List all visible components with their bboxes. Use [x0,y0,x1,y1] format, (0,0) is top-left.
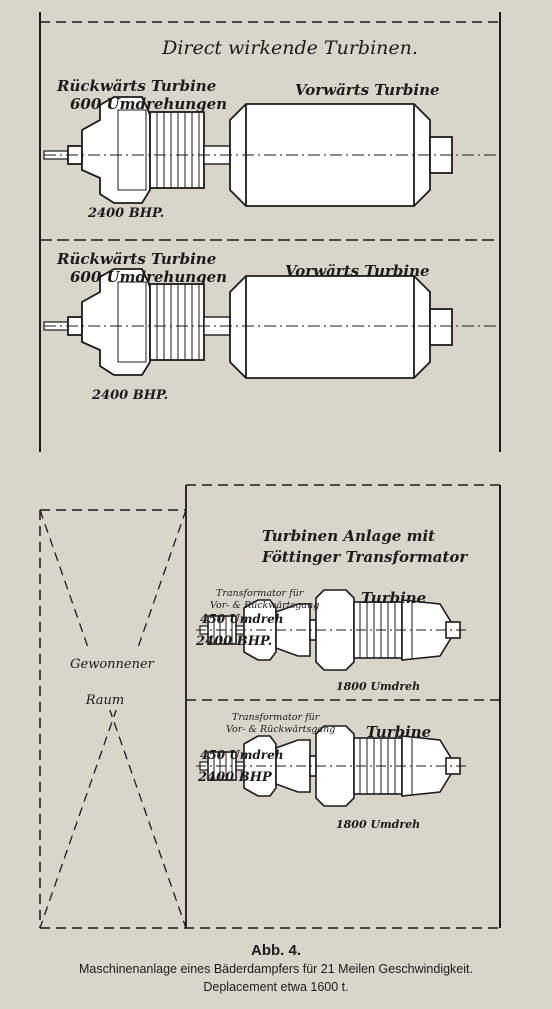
turbine-casing [315,725,355,807]
transformer-label-upper-line2: Vor- & Rückwärtsgang [210,600,319,611]
top-title: Direct wirkende Turbinen. [161,37,418,59]
figure-number: Abb. 4. [250,942,301,959]
gained-space-area: Gewonnener Raum [54,650,172,710]
bottom-title-line1: Turbinen Anlage mit [262,527,435,545]
reverse-turbine-label-lower: Rückwärts Turbine [56,250,216,268]
transformer-label-lower-line1: Transformator für [232,712,321,723]
direct-turbine-set-upper [43,96,498,207]
turbine-rpm-lower: 1800 Umdreh [336,818,420,831]
caption-line-2: Deplacement etwa 1600 t. [203,980,349,994]
gained-space-label-line2: Raum [85,693,125,708]
transformer-set-lower [196,725,470,807]
turbine-cone [401,735,457,797]
turbine-cone [401,599,457,661]
direct-turbine-set-lower [43,268,498,379]
gained-space-label-line1: Gewonnener [70,657,155,672]
bottom-frame [39,484,501,929]
input-rpm-upper: 450 Umdreh [200,612,283,626]
top-frame [39,12,501,452]
power-label-lower: 2400 BHP. [91,388,168,403]
power-label-transformer-upper: 2400 BHP. [195,634,272,649]
reverse-turbine-blading [149,283,205,361]
turbine-rpm-upper: 1800 Umdreh [336,680,420,693]
transformer-set-upper [196,589,470,671]
reverse-turbine-rpm-upper: 600 Umdrehungen [70,95,227,113]
transformer-housing [275,603,311,657]
reverse-turbine-rpm-lower: 600 Umdrehungen [70,268,227,286]
transformer-label-lower-line2: Vor- & Rückwärtsgang [226,724,335,735]
transformer-housing [275,739,311,793]
caption-line-1: Maschinenanlage eines Bäderdampfers für … [79,962,473,976]
reverse-turbine-blading [149,111,205,189]
forward-turbine-bearing [429,308,453,346]
transformer-label-upper-line1: Transformator für [216,588,305,599]
input-rpm-lower: 450 Umdreh [200,748,283,762]
turbine-casing [315,589,355,671]
turbine-label-upper: Turbine [361,589,426,607]
power-label-transformer-lower: 2400 BHP [197,770,273,785]
turbine-label-lower: Turbine [366,723,431,741]
forward-turbine [229,275,431,379]
forward-turbine-label-upper: Vorwärts Turbine [295,81,440,99]
forward-turbine-label-lower: Vorwärts Turbine [285,262,430,280]
power-label-upper: 2400 BHP. [87,206,164,221]
reverse-turbine-label-upper: Rückwärts Turbine [56,77,216,95]
bottom-title-line2: Föttinger Transformator [261,548,468,566]
